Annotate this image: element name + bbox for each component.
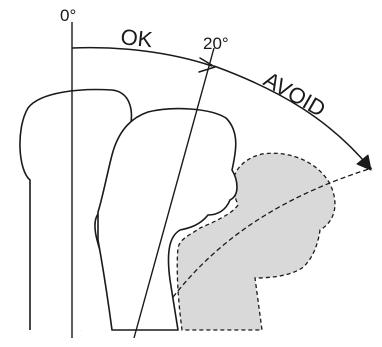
avoid-label: AVOID [260, 67, 330, 122]
ok-label: OK [119, 24, 154, 52]
twenty-degree-label: 20° [203, 34, 229, 53]
avoid-arrow-head-icon [357, 155, 371, 170]
zero-degree-label: 0° [60, 6, 76, 25]
